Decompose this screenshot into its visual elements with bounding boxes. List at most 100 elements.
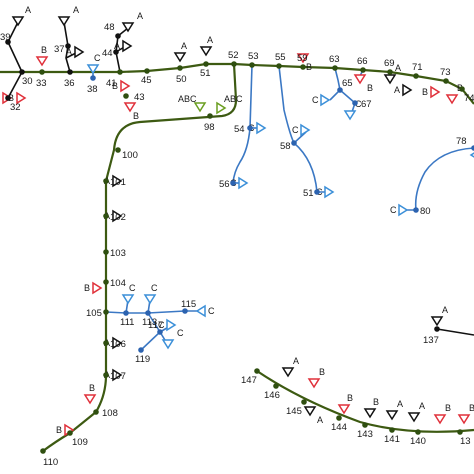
phase-label: A (395, 63, 401, 73)
phase-label: A (66, 47, 72, 57)
blue-lateral-line (339, 89, 356, 113)
phase-triangle-icon (121, 294, 135, 305)
phase-label: B (56, 425, 62, 435)
bus-node (459, 86, 465, 92)
branch-feeder-line (42, 63, 238, 452)
phase-label: B (112, 81, 118, 91)
bus-node (39, 69, 45, 75)
phase-triangle-icon (16, 91, 27, 105)
bus-node (203, 61, 209, 67)
bus-label: 117 (148, 320, 163, 331)
bus-label: 55 (275, 52, 286, 63)
phase-triangle-icon (383, 74, 397, 85)
bus-label: 50 (176, 74, 187, 85)
phase-triangle-icon (161, 339, 175, 350)
phase-label: A (394, 85, 400, 95)
phase-label: C (151, 283, 158, 293)
phase-triangle-icon (353, 74, 367, 85)
bus-label: 71 (412, 62, 423, 73)
bus-node (5, 95, 11, 101)
bus-node (336, 415, 342, 421)
bus-label: 141 (384, 434, 400, 445)
phase-label: B (84, 283, 90, 293)
phase-label: C (94, 53, 101, 63)
bus-label: 59 (297, 53, 308, 64)
blue-lateral-line (329, 67, 341, 101)
bus-node (123, 310, 129, 316)
bus-label: 98 (204, 122, 215, 133)
bus-node (67, 430, 73, 436)
bus-node (103, 372, 109, 378)
phase-label: A (25, 5, 31, 15)
bus-node (103, 178, 109, 184)
phase-label: A (397, 399, 403, 409)
bus-node (65, 43, 71, 49)
phase-triangle-icon (120, 79, 131, 93)
bus-node (457, 429, 463, 435)
phase-triangle-icon (407, 412, 421, 423)
bus-label: 37 (54, 44, 65, 55)
phase-label: B (306, 62, 312, 72)
bus-label: 53 (248, 51, 259, 62)
bus-node (19, 69, 25, 75)
bus-node (389, 427, 395, 433)
phase-label: C (208, 306, 215, 316)
bus-node (415, 429, 421, 435)
bus-label: 105 (86, 308, 102, 319)
bus-node (362, 422, 368, 428)
bus-node (93, 409, 99, 415)
phase-triangle-icon (143, 294, 157, 305)
bus-node (40, 448, 46, 454)
bus-node (230, 180, 236, 186)
phase-triangle-icon (296, 53, 310, 64)
bus-label: 145 (286, 406, 302, 417)
bus-label: 113 (142, 317, 157, 328)
phase-triangle-icon (256, 121, 267, 135)
blue-lateral-line (232, 64, 253, 184)
bus-node (103, 213, 109, 219)
phase-triangle-icon (199, 46, 213, 57)
phase-triangle-icon (307, 378, 321, 389)
bus-node (90, 75, 96, 81)
phase-label: B (41, 45, 47, 55)
phase-label: B (422, 87, 428, 97)
bus-label: 144 (331, 422, 347, 433)
phase-triangle-icon (57, 16, 71, 27)
bus-node (123, 93, 129, 99)
phase-label: B (347, 393, 353, 403)
bus-node (352, 100, 358, 106)
phase-triangle-icon (457, 414, 471, 425)
bus-node (434, 326, 440, 332)
phase-label: B (469, 403, 474, 413)
phase-triangle-icon (74, 45, 85, 59)
phase-label: C (355, 99, 362, 109)
bus-label: 48 (104, 22, 115, 33)
phase-triangle-icon (193, 102, 207, 113)
bus-label: 100 (122, 150, 138, 161)
feeder-lines (0, 62, 474, 452)
phase-label: B (367, 83, 373, 93)
bus-node (177, 65, 183, 71)
bus-label: 32 (10, 102, 21, 113)
phase-label: C (312, 95, 319, 105)
phase-label: B (133, 111, 139, 121)
bus-label: 110 (43, 457, 58, 468)
bus-label: 74 (464, 93, 474, 104)
phase-triangle-icon (430, 85, 441, 99)
bus-node (103, 309, 109, 315)
bus-node (182, 308, 188, 314)
bus-label: 44 (102, 48, 113, 59)
bus-label: 119 (135, 354, 150, 365)
phase-label: A (442, 305, 448, 315)
phase-triangle-icon (112, 368, 123, 382)
phase-label: A (181, 41, 187, 51)
bus-label: 147 (241, 375, 257, 386)
bus-node (337, 87, 343, 93)
bus-label: 69 (384, 58, 395, 69)
phase-triangle-icon (238, 176, 249, 190)
bus-node (157, 329, 163, 335)
bus-node (115, 33, 121, 39)
bus-label: 30 (22, 76, 33, 87)
bus-node (231, 61, 237, 67)
